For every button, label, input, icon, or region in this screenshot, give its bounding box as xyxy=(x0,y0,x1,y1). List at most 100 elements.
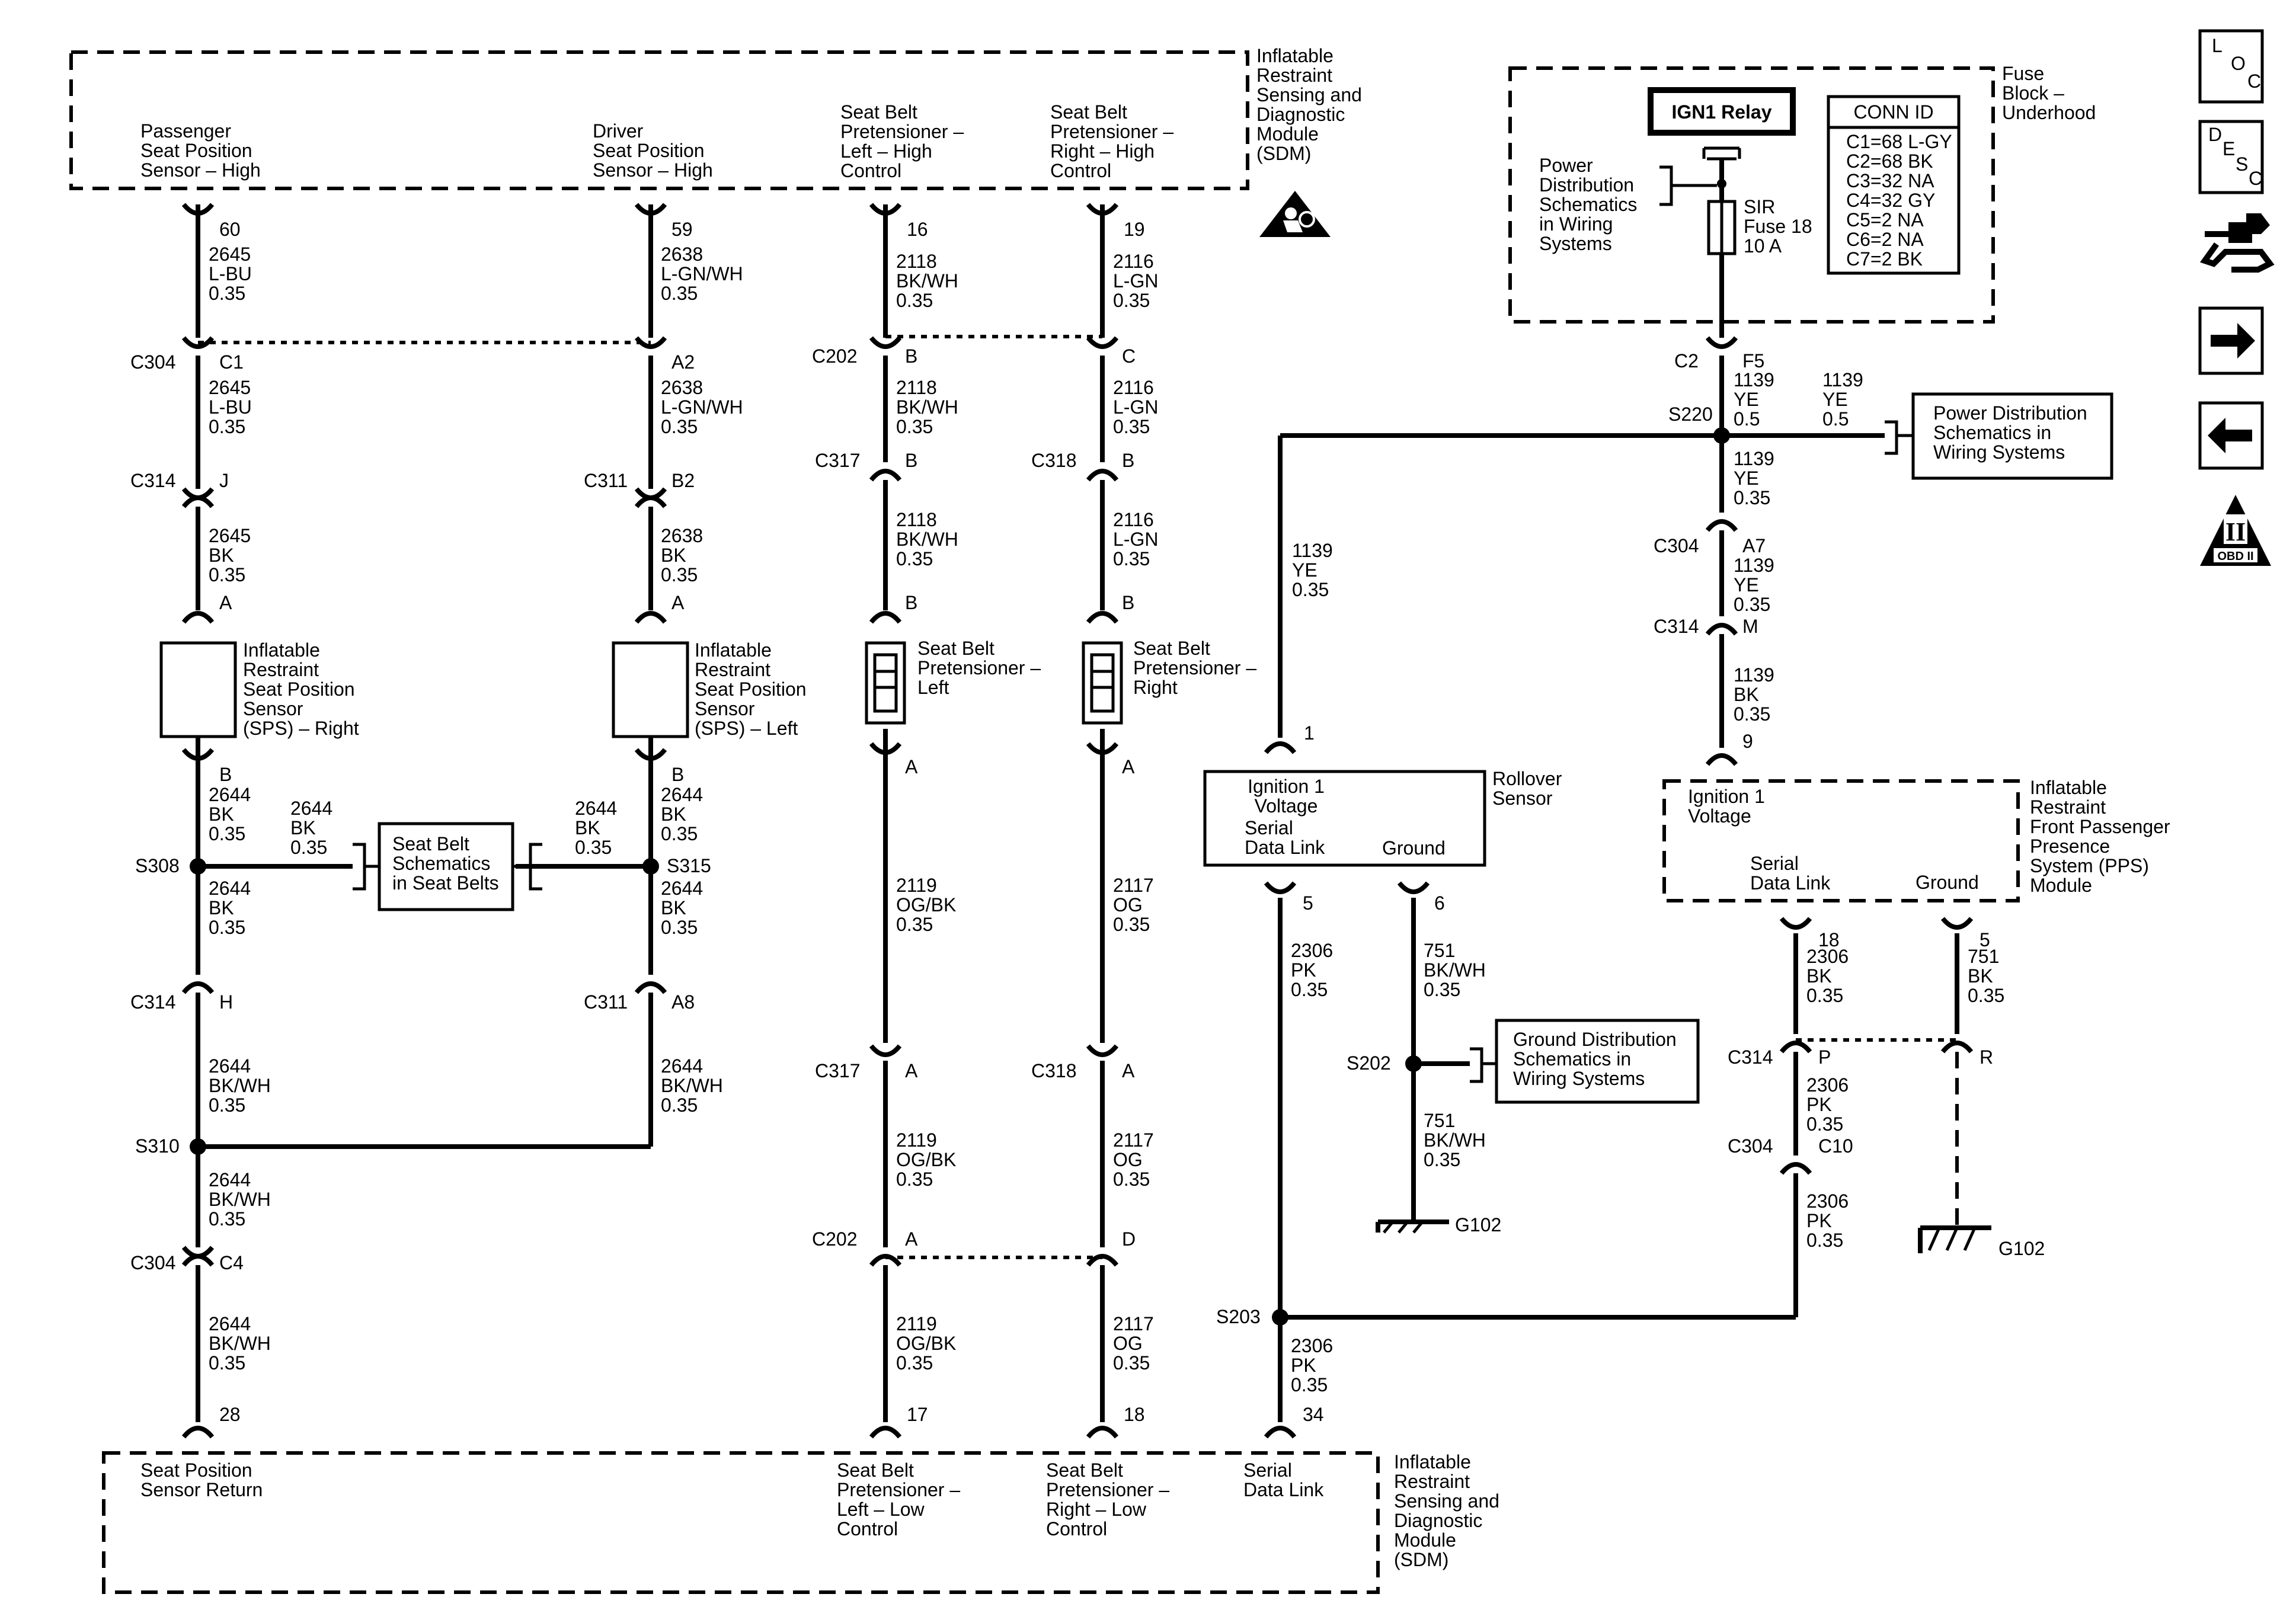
s220-label: S220 xyxy=(1668,404,1713,425)
wire-2116-a-line-2: 0.35 xyxy=(1113,290,1150,311)
sps-right-label-line-2: Seat Position xyxy=(243,678,355,700)
wire-1139-f-line-0: 1139 xyxy=(1734,664,1774,686)
pin-label-pretensioner-right-line-3: Control xyxy=(1050,160,1111,181)
sdm-top-name-line-0: Inflatable xyxy=(1256,45,1334,66)
rollover-ignition-label-line-1: Voltage xyxy=(1255,795,1318,817)
rollover-ground-label: Ground xyxy=(1382,837,1446,859)
power-dist-right-ref-label-line-0: Power Distribution xyxy=(1933,402,2087,424)
connector-c318-b-pin: A xyxy=(1122,1060,1135,1081)
wire-2644-d-line-1: BK xyxy=(661,804,686,825)
wire-2118-b-line-0: 2118 xyxy=(896,377,937,398)
pin-label-pretensioner-right-low-line-2: Right – Low xyxy=(1046,1499,1147,1520)
pin-label-serial-data-link-line-0: Serial xyxy=(1243,1459,1292,1481)
sps-left-pin-b: B xyxy=(671,764,684,785)
wire-1139-a-line-1: YE xyxy=(1734,389,1759,410)
wire-2306-a-line-1: PK xyxy=(1291,959,1316,981)
wire-2306-c-line-1: PK xyxy=(1806,1094,1832,1115)
conn-id-row-line-6: C7=2 BK xyxy=(1846,248,1923,270)
wire-2645-b-line-2: 0.35 xyxy=(209,416,245,437)
wire-2644-d-line-2: 0.35 xyxy=(661,823,698,844)
wire-2116-b-line-2: 0.35 xyxy=(1113,416,1150,437)
pin-label-passenger-seat-line-2: Sensor – High xyxy=(140,159,261,181)
sdm-top-name-line-1: Restraint xyxy=(1256,65,1332,86)
pretensioner-right-pin-b: B xyxy=(1122,592,1134,613)
rollover-sensor-name-line-1: Sensor xyxy=(1492,788,1553,809)
nav-loc-button[interactable]: L O C xyxy=(2198,29,2264,104)
connector-c304-d-pin: C10 xyxy=(1818,1135,1853,1157)
wire-2638-a-line-0: 2638 xyxy=(661,244,703,265)
connector-c202-a: C202 xyxy=(812,345,858,367)
wire-2644-g-line-2: 0.35 xyxy=(209,1094,245,1116)
pin-label-pretensioner-left-low-line-3: Control xyxy=(837,1518,898,1539)
wire-1139-a-line-0: 1139 xyxy=(1734,369,1774,391)
pin-label-pretensioner-right-low-line-0: Seat Belt xyxy=(1046,1459,1123,1481)
wire-2645-c-line-0: 2645 xyxy=(209,525,251,546)
pin-label-pretensioner-left-low-line-2: Left – Low xyxy=(837,1499,925,1520)
wire-2306-e-line-2: 0.35 xyxy=(1291,1374,1328,1395)
wire-2117-a-line-0: 2117 xyxy=(1113,875,1154,896)
power-dist-right-ref-label-line-2: Wiring Systems xyxy=(1933,441,2065,463)
power-dist-fuse-ref-label-line-3: in Wiring xyxy=(1539,213,1613,235)
seatbelt-schematics-ref[interactable] xyxy=(378,822,514,911)
sdm-bottom-name-line-1: Restraint xyxy=(1394,1471,1470,1492)
rollover-serial-label-line-1: Data Link xyxy=(1245,837,1325,858)
s310-label: S310 xyxy=(135,1135,180,1157)
connector-c202-b-pin-d: D xyxy=(1122,1228,1136,1250)
connector-c314-c-pin: M xyxy=(1742,616,1758,637)
pin-label-pretensioner-left-low-line-0: Seat Belt xyxy=(837,1459,914,1481)
connector-tool-icon[interactable] xyxy=(2199,213,2275,273)
power-dist-fuse-ref-label-line-0: Power xyxy=(1539,155,1593,176)
sdm-top-name-line-5: (SDM) xyxy=(1256,143,1311,164)
seatbelt-ref-label-line-1: Schematics xyxy=(392,853,490,874)
wire-1139-e-line-1: YE xyxy=(1734,574,1759,596)
wire-2638-c-line-0: 2638 xyxy=(661,525,703,546)
wire-1139-b-line-0: 1139 xyxy=(1822,369,1863,391)
wire-1139-d-line-0: 1139 xyxy=(1734,448,1774,469)
wire-2644-i-line-1: BK/WH xyxy=(209,1189,271,1210)
pin-label-driver-seat-line-1: Seat Position xyxy=(593,140,705,161)
wire-2118-c-line-1: BK/WH xyxy=(896,529,958,550)
s315-label: S315 xyxy=(667,855,711,876)
seatbelt-ref-bracket-left xyxy=(353,843,379,891)
wire-2638-b-line-0: 2638 xyxy=(661,377,703,398)
wire-2118-a-line-1: BK/WH xyxy=(896,270,958,292)
pin-label-pretensioner-left-line-0: Seat Belt xyxy=(840,101,917,123)
wire-2644-e-line-1: BK xyxy=(209,897,234,918)
connector-c202-b: C202 xyxy=(812,1228,858,1250)
fuse-block-name-line-0: Fuse xyxy=(2002,63,2044,84)
wire-2645-a-line-1: L-BU xyxy=(209,263,252,284)
fuse-block-name-line-1: Block – xyxy=(2002,82,2064,104)
obd-ii-button[interactable]: II OBD II xyxy=(2200,495,2271,566)
pps-serial-label-line-0: Serial xyxy=(1750,853,1799,874)
connector-c318-a-pin: B xyxy=(1122,450,1134,471)
ground-distribution-ref[interactable] xyxy=(1495,1019,1700,1104)
power-dist-fuse-ref-label-line-2: Schematics xyxy=(1539,194,1637,215)
pin-19: 19 xyxy=(1124,219,1145,240)
nav-next-button[interactable] xyxy=(2198,306,2264,375)
sps-left-pin-a: A xyxy=(671,592,685,613)
wire-751-a-line-2: 0.35 xyxy=(1424,979,1460,1000)
wire-2644-b-line-0: 2644 xyxy=(290,798,332,819)
sps-right-pin-a: A xyxy=(219,592,232,613)
wire-2117-b-line-1: OG xyxy=(1113,1149,1143,1170)
pretensioner-right-label-line-2: Right xyxy=(1133,677,1178,698)
nav-desc-button[interactable]: D E S C xyxy=(2198,120,2264,194)
rollover-sensor-name-line-0: Rollover xyxy=(1492,768,1562,789)
sdm-bottom-name-line-5: (SDM) xyxy=(1394,1549,1448,1570)
power-dist-fuse-ref-label-line-1: Distribution xyxy=(1539,174,1634,196)
connector-c314-d-pin-r: R xyxy=(1980,1046,1993,1068)
pin-label-pretensioner-right-line-2: Right – High xyxy=(1050,140,1155,162)
pretensioner-left-label-line-0: Seat Belt xyxy=(917,638,994,659)
wire-2117-c-line-2: 0.35 xyxy=(1113,1352,1150,1374)
wire-2118-a-line-2: 0.35 xyxy=(896,290,933,311)
wire-2306-d-line-1: PK xyxy=(1806,1210,1832,1231)
pretensioner-right-label-line-0: Seat Belt xyxy=(1133,638,1210,659)
wire-2645-c-line-1: BK xyxy=(209,545,234,566)
wire-2645-b-line-0: 2645 xyxy=(209,377,251,398)
wire-2117-c-line-1: OG xyxy=(1113,1333,1143,1354)
nav-previous-button[interactable] xyxy=(2198,401,2264,470)
pin-label-passenger-seat-line-0: Passenger xyxy=(140,120,231,142)
wire-2117-a-line-1: OG xyxy=(1113,894,1143,916)
